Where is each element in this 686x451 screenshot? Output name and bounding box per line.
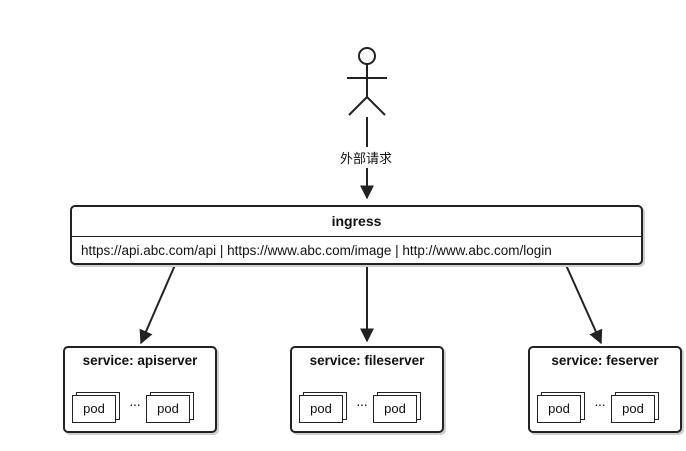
pod-node: pod (373, 395, 417, 423)
service-box-fileserver: service: fileserver pod ··· pod (290, 346, 444, 433)
arrow-to-apiserver (139, 264, 176, 345)
ingress-box: ingress https://api.abc.com/api | https:… (70, 205, 643, 265)
pod-ellipsis: ··· (129, 396, 141, 412)
service-box-apiserver: service: apiserver pod ··· pod (63, 346, 217, 433)
ingress-title: ingress (331, 213, 382, 229)
user-actor-icon (347, 47, 387, 116)
arrow-to-feserver (565, 264, 603, 345)
pod-ellipsis: ··· (594, 396, 606, 412)
service-title: service: feserver (551, 353, 659, 368)
pod-ellipsis: ··· (356, 396, 368, 412)
service-box-feserver: service: feserver pod ··· pod (528, 346, 682, 433)
pod-node: pod (146, 395, 190, 423)
pod-node: pod (611, 395, 655, 423)
pod-node: pod (537, 395, 581, 423)
request-label: 外部请求 (338, 147, 395, 168)
pod-node: pod (299, 395, 343, 423)
ingress-divider (72, 236, 641, 237)
ingress-rules: https://api.abc.com/api | https://www.ab… (81, 243, 552, 258)
service-title: service: apiserver (82, 353, 198, 368)
pod-node: pod (72, 395, 116, 423)
service-title: service: fileserver (309, 353, 425, 368)
